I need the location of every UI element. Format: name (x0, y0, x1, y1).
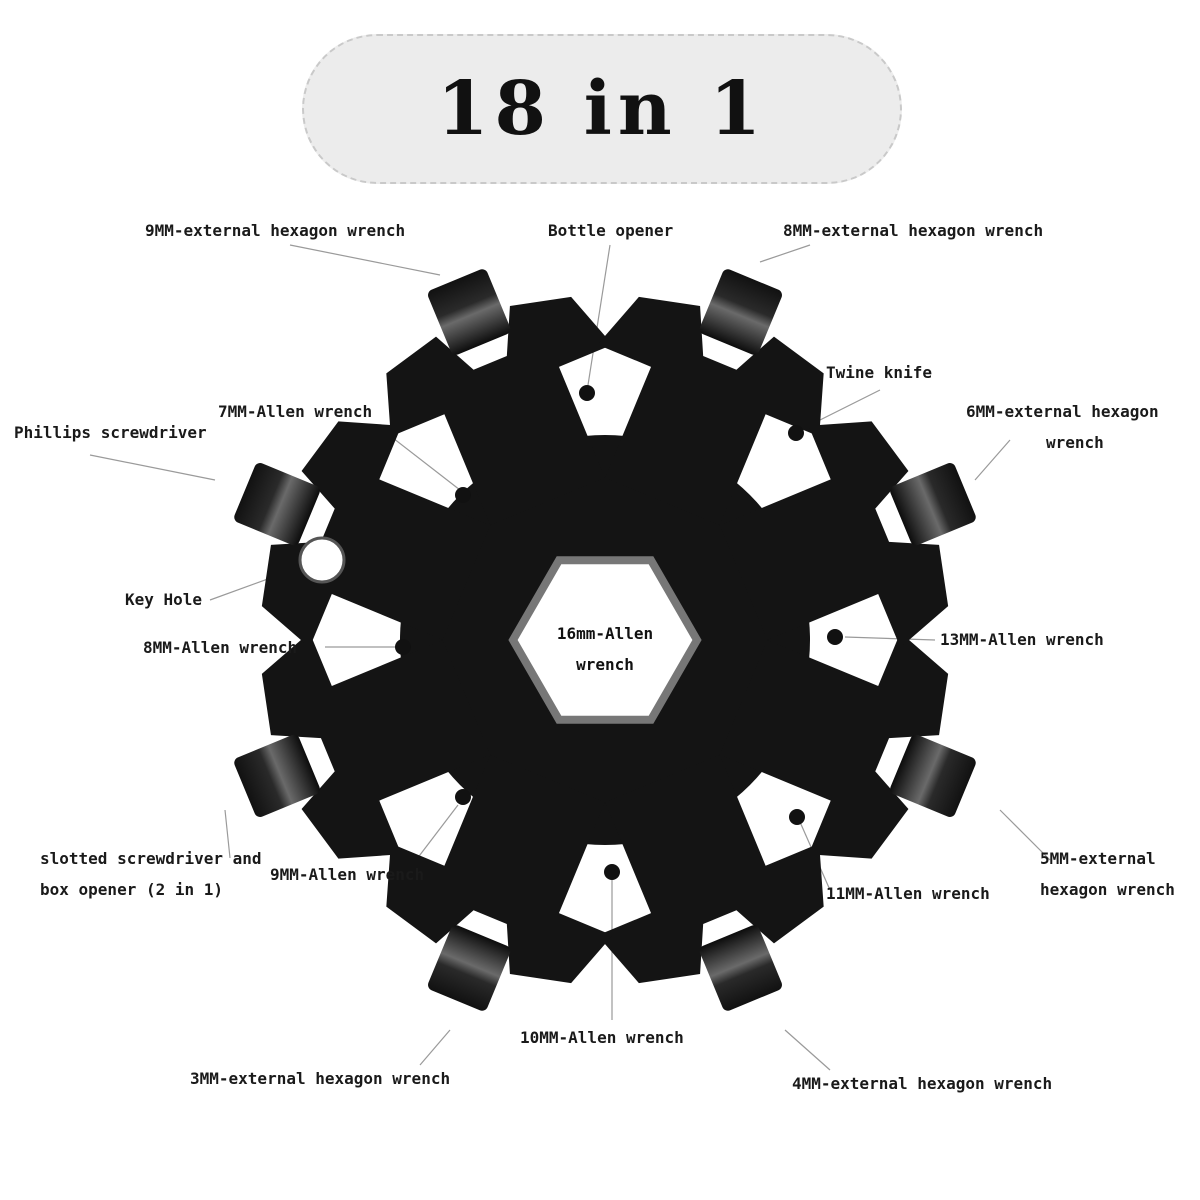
tool-arm (719, 632, 976, 859)
label-8mm-external: 8MM-external hexagon wrench (783, 221, 1044, 240)
hex-bit (428, 269, 511, 355)
leader-line (999, 809, 1051, 861)
hex-bit (890, 463, 976, 546)
callout-dot (395, 639, 411, 655)
leader-line (419, 1029, 451, 1066)
leader-line (224, 809, 231, 859)
center-hex-label: 16mm-Allen wrench (556, 624, 654, 674)
label-3mm-external: 3MM-external hexagon wrench (190, 1069, 451, 1088)
label-8mm-allen: 8MM-Allen wrench (143, 638, 298, 657)
callout-dot (827, 629, 843, 645)
callout-dot (788, 425, 804, 441)
label-phillips: Phillips screwdriver (14, 423, 207, 442)
label-bottle-opener: Bottle opener (548, 221, 674, 240)
label-13mm-allen: 13MM-Allen wrench (940, 630, 1104, 649)
tool-arm (719, 421, 976, 648)
leader-line (289, 244, 441, 276)
leader-line (844, 636, 936, 641)
tool-arm (597, 754, 824, 1011)
label-9mm-external: 9MM-external hexagon wrench (145, 221, 406, 240)
title-badge: 18 in 1 (302, 34, 902, 184)
hex-bit (890, 734, 976, 817)
label-7mm-allen: 7MM-Allen wrench (218, 402, 373, 421)
tool-arm (386, 754, 613, 1011)
leader-line (759, 244, 811, 263)
label-6mm-external-1: 6MM-external hexagon (966, 402, 1159, 421)
label-slotted-2: box opener (2 in 1) (40, 880, 224, 899)
label-slotted-1: slotted screwdriver and (40, 849, 262, 868)
label-4mm-external: 4MM-external hexagon wrench (792, 1074, 1053, 1093)
leader-line (784, 1029, 831, 1071)
hex-bit (234, 463, 320, 546)
title: 18 in 1 (437, 66, 767, 152)
label-key-hole: Key Hole (125, 590, 203, 609)
tool-arm (234, 632, 491, 859)
label-5mm-external-1: 5MM-external (1040, 849, 1156, 868)
callout-dot (455, 789, 471, 805)
leader-line (974, 439, 1011, 481)
callout-dot (604, 864, 620, 880)
label-twine-knife: Twine knife (826, 363, 932, 382)
tool-arm (386, 269, 613, 526)
callout-dot (455, 487, 471, 503)
tool-arm (234, 421, 491, 648)
hex-bit (699, 269, 782, 355)
hex-hole-16mm (508, 556, 702, 724)
tool-arm (597, 269, 824, 526)
label-10mm-allen: 10MM-Allen wrench (520, 1028, 684, 1047)
label-11mm-allen: 11MM-Allen wrench (826, 884, 990, 903)
callout-dot (579, 385, 595, 401)
label-6mm-external-2: wrench (1046, 433, 1104, 452)
hex-bit (699, 925, 782, 1011)
hex-bit (428, 925, 511, 1011)
hex-bit (234, 734, 320, 817)
leader-line (89, 454, 216, 481)
leader-line (587, 244, 611, 386)
key-hole (298, 536, 346, 584)
label-5mm-external-2: hexagon wrench (1040, 880, 1175, 899)
callout-dot (789, 809, 805, 825)
label-9mm-allen: 9MM-Allen wrench (270, 865, 425, 884)
